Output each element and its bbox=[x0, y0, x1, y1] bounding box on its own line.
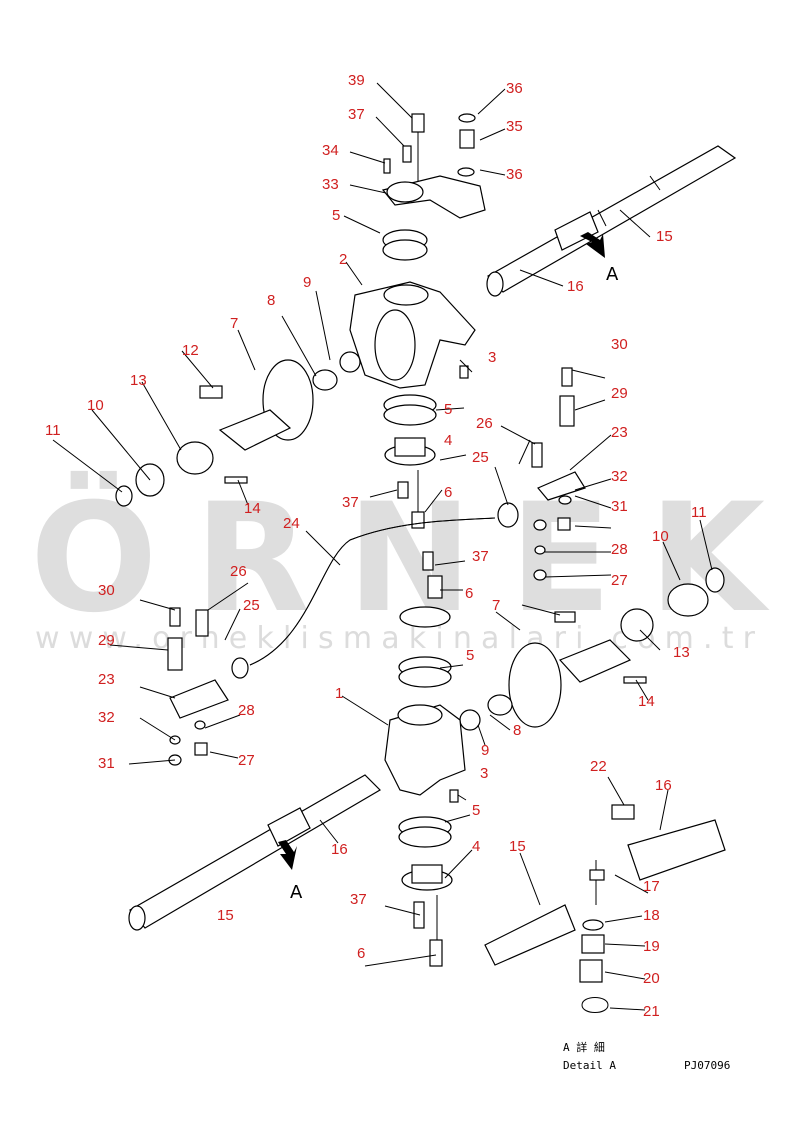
callout-1: 1 bbox=[335, 685, 343, 702]
left-hub-upper bbox=[115, 351, 361, 507]
callout-29b: 29 bbox=[98, 632, 115, 649]
callout-5c: 5 bbox=[466, 647, 474, 664]
callout-13: 13 bbox=[130, 372, 147, 389]
callout-23b: 23 bbox=[98, 671, 115, 688]
callout-19: 19 bbox=[643, 938, 660, 955]
callout-5d: 5 bbox=[472, 802, 480, 819]
callout-11: 11 bbox=[45, 422, 61, 439]
callout-16: 16 bbox=[567, 278, 584, 295]
callout-33: 33 bbox=[322, 176, 339, 193]
callout-32b: 32 bbox=[98, 709, 115, 726]
callout-10b: 10 bbox=[652, 528, 669, 545]
callout-9: 9 bbox=[303, 274, 311, 291]
callout-28: 28 bbox=[611, 541, 628, 558]
callout-36b: 36 bbox=[506, 166, 523, 183]
leader-lines bbox=[52, 82, 713, 1011]
callout-31: 31 bbox=[611, 498, 628, 515]
callout-7b: 7 bbox=[492, 597, 500, 614]
top-parts bbox=[349, 113, 486, 529]
detail-arrow-lower bbox=[278, 840, 297, 870]
callout-16b: 16 bbox=[655, 777, 672, 794]
callout-29: 29 bbox=[611, 385, 628, 402]
right-hub-lower bbox=[459, 567, 725, 731]
callout-23: 23 bbox=[611, 424, 628, 441]
callout-8b: 8 bbox=[513, 722, 521, 739]
callout-14: 14 bbox=[244, 500, 261, 517]
callout-34: 34 bbox=[322, 142, 339, 159]
callout-27: 27 bbox=[611, 572, 628, 589]
callout-2: 2 bbox=[339, 251, 347, 268]
callout-8: 8 bbox=[267, 292, 275, 309]
callout-15b: 15 bbox=[509, 838, 526, 855]
callout-15c: 15 bbox=[217, 907, 234, 924]
callout-37b: 37 bbox=[342, 494, 359, 511]
callout-25: 25 bbox=[472, 449, 489, 466]
callout-10: 10 bbox=[87, 397, 104, 414]
callout-4: 4 bbox=[444, 432, 452, 449]
callout-22: 22 bbox=[590, 758, 607, 775]
detail-en-label: Detail A bbox=[563, 1059, 616, 1072]
callout-24: 24 bbox=[283, 515, 300, 532]
callout-4b: 4 bbox=[472, 838, 480, 855]
callout-30: 30 bbox=[611, 336, 628, 353]
callout-26b: 26 bbox=[230, 563, 247, 580]
callout-28b: 28 bbox=[238, 702, 255, 719]
callout-36: 36 bbox=[506, 80, 523, 97]
callout-37: 37 bbox=[348, 106, 365, 123]
callout-12: 12 bbox=[182, 342, 199, 359]
callout-30b: 30 bbox=[98, 582, 115, 599]
callout-27b: 27 bbox=[238, 752, 255, 769]
callout-37c: 37 bbox=[472, 548, 489, 565]
callout-32: 32 bbox=[611, 468, 628, 485]
right-upper-linkage bbox=[497, 367, 586, 581]
callout-26: 26 bbox=[476, 415, 493, 432]
callout-11b: 11 bbox=[691, 504, 707, 521]
callout-21: 21 bbox=[643, 1003, 660, 1020]
callout-3b: 3 bbox=[480, 765, 488, 782]
callout-25b: 25 bbox=[243, 597, 260, 614]
detail-jp-label: A 詳 細 bbox=[563, 1040, 605, 1054]
callout-5: 5 bbox=[332, 207, 340, 224]
lower-shaft bbox=[128, 774, 381, 931]
detail-arrow-upper bbox=[580, 232, 605, 258]
callout-20: 20 bbox=[643, 970, 660, 987]
callout-5b: 5 bbox=[444, 401, 452, 418]
callout-31b: 31 bbox=[98, 755, 115, 772]
callout-18: 18 bbox=[643, 907, 660, 924]
callout-9b: 9 bbox=[481, 742, 489, 759]
drawing-code: PJ07096 bbox=[684, 1059, 730, 1072]
callout-16c: 16 bbox=[331, 841, 348, 858]
detail-marker-upper: A bbox=[606, 264, 619, 285]
detail-marker-lower: A bbox=[290, 882, 303, 903]
lower-knuckle bbox=[384, 551, 466, 967]
callout-14b: 14 bbox=[638, 693, 655, 710]
callout-35: 35 bbox=[506, 118, 523, 135]
callout-7: 7 bbox=[230, 315, 238, 332]
callout-15: 15 bbox=[656, 228, 673, 245]
callout-6b: 6 bbox=[465, 585, 473, 602]
callout-6: 6 bbox=[444, 484, 452, 501]
upper-shaft bbox=[486, 145, 737, 297]
callout-6c: 6 bbox=[357, 945, 365, 962]
callout-13b: 13 bbox=[673, 644, 690, 661]
callout-17: 17 bbox=[643, 878, 660, 895]
detail-a-ujoint bbox=[484, 804, 726, 1013]
callout-3: 3 bbox=[488, 349, 496, 366]
callout-37d: 37 bbox=[350, 891, 367, 908]
callout-39: 39 bbox=[348, 72, 365, 89]
